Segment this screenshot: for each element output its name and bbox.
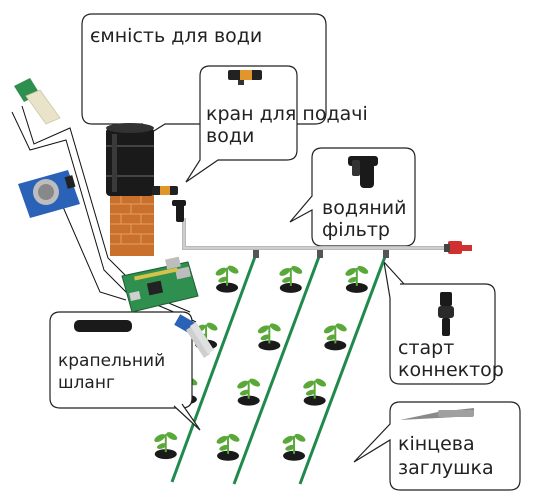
connector-label-line1: старт [398,337,454,359]
tank-label: ємність для води [90,25,262,47]
tap-label-line1: кран для подачі [206,103,368,125]
plant-icon [215,432,240,461]
drip-label-line1: крапельний [58,351,165,371]
tap-label-line2: води [206,125,254,147]
tank-icon [106,123,186,256]
plant-icon [236,377,261,406]
plant-icon [153,430,178,459]
endcap-label-line2: заглушка [398,457,494,479]
drip-hose-icon [74,320,132,332]
end-valve-icon [444,241,472,254]
hose-connectors [253,250,389,258]
board-icon [122,257,198,312]
callout-filter: водяний фільтр [290,148,415,246]
connector-label-line2: коннектор [398,359,504,381]
plant-icon [214,264,239,293]
callout-endcap: кінцева заглушка [354,402,520,490]
plant-icon [257,322,282,351]
gas-sensor-icon [18,170,80,218]
plant-icon [278,264,303,293]
camera-module-icon [14,78,60,124]
plant-icon [281,432,306,461]
callout-drip: крапельний шланг [50,312,200,430]
filter-label-line2: фільтр [322,219,390,241]
drip-hose-2 [234,254,320,484]
endcap-label-line1: кінцева [398,433,475,455]
callout-connector: старт коннектор [384,262,504,384]
plant-icon [323,322,348,351]
filter-label-line1: водяний [322,197,407,219]
pipe-filter-icon [176,204,184,222]
drip-label-line2: шланг [58,373,115,393]
plant-icon [344,264,369,293]
plant-icon [302,377,327,406]
